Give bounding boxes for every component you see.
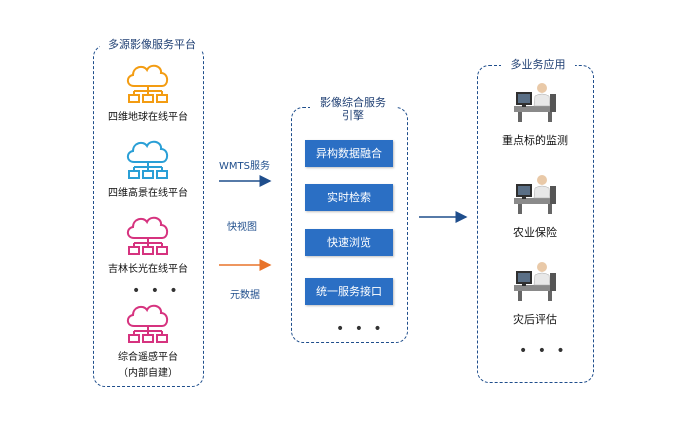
fast-browse-button[interactable]: 快速浏览 bbox=[305, 229, 393, 256]
cloud-network-icon bbox=[126, 304, 169, 343]
source-item-siwei-earth: 四维地球在线平台 bbox=[88, 60, 208, 123]
sources-panel-title: 多源影像服务平台 bbox=[100, 38, 204, 51]
app-item-post-disaster-assessment: 灾后评估 bbox=[480, 259, 590, 327]
apps-panel bbox=[477, 65, 594, 383]
app-label: 农业保险 bbox=[513, 226, 557, 239]
source-label: 吉林长光在线平台 bbox=[108, 264, 188, 275]
app-label: 重点标的监测 bbox=[502, 134, 568, 147]
workstation-operator-icon bbox=[514, 175, 556, 214]
sources-ellipsis: • • • bbox=[132, 283, 181, 299]
realtime-search-button[interactable]: 实时检索 bbox=[305, 184, 393, 211]
app-item-key-target-monitoring: 重点标的监测 bbox=[480, 80, 590, 148]
wmts-label: WMTS服务 bbox=[219, 161, 270, 172]
quickview-label: 快视图 bbox=[227, 222, 257, 233]
cloud-network-icon bbox=[126, 216, 169, 255]
apps-ellipsis: • • • bbox=[519, 343, 568, 359]
engine-ellipsis: • • • bbox=[336, 321, 385, 337]
workstation-operator-icon bbox=[514, 262, 556, 301]
source-label: 四维高景在线平台 bbox=[108, 188, 188, 199]
cloud-network-icon bbox=[126, 140, 169, 179]
source-sublabel: （内部自建） bbox=[118, 368, 178, 379]
heterogeneous-data-fusion-button[interactable]: 异构数据融合 bbox=[305, 140, 393, 167]
unified-service-interface-button[interactable]: 统一服务接口 bbox=[305, 278, 393, 305]
source-label: 综合遥感平台 bbox=[118, 352, 178, 363]
engine-title-line1: 影像综合服务 bbox=[320, 96, 386, 109]
app-label: 灾后评估 bbox=[513, 313, 557, 326]
metadata-label: 元数据 bbox=[230, 290, 260, 301]
cloud-network-icon bbox=[126, 64, 169, 103]
source-item-jilin: 吉林长光在线平台 bbox=[88, 212, 208, 275]
app-item-agri-insurance: 农业保险 bbox=[480, 172, 590, 240]
source-item-integrated: 综合遥感平台 （内部自建） bbox=[88, 300, 208, 379]
engine-title-line2: 引擎 bbox=[342, 109, 364, 122]
source-label: 四维地球在线平台 bbox=[108, 112, 188, 123]
engine-panel-title: 影像综合服务 引擎 bbox=[310, 96, 396, 122]
source-item-siwei-gaojing: 四维高景在线平台 bbox=[88, 136, 208, 199]
workstation-operator-icon bbox=[514, 83, 556, 122]
apps-panel-title: 多业务应用 bbox=[501, 58, 575, 71]
